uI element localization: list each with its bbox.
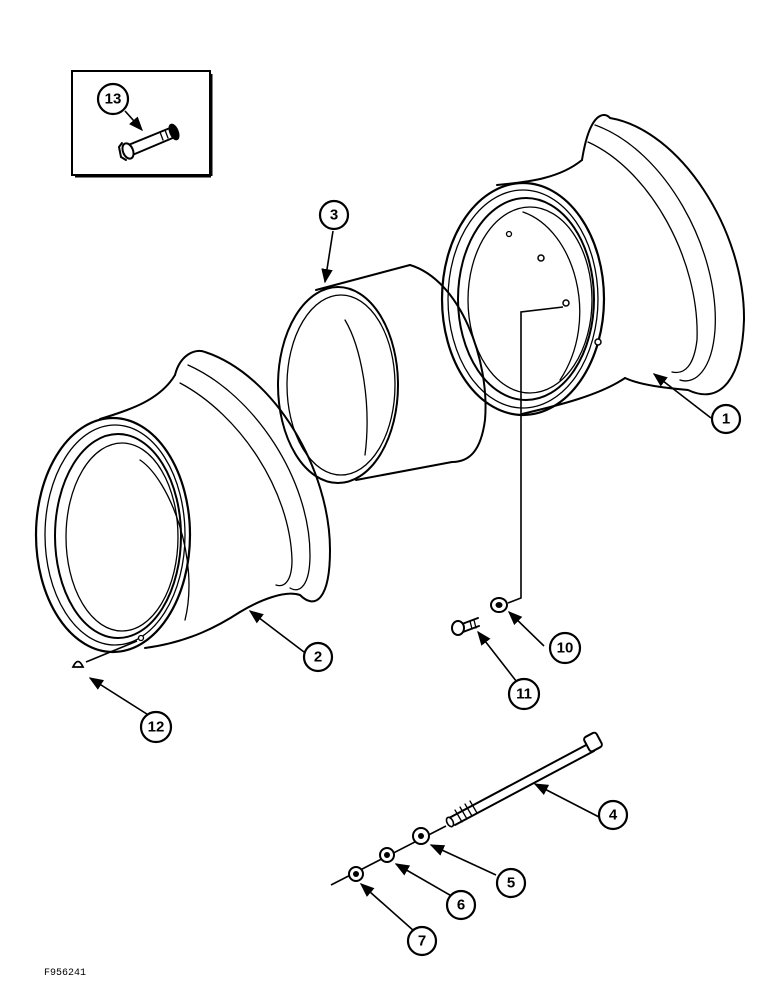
callout-label-13: 13 [105, 91, 122, 108]
callout-11: 11 [507, 677, 541, 711]
callout-label-12: 12 [148, 719, 165, 736]
callout-label-11: 11 [516, 686, 532, 703]
leader-3 [321, 230, 334, 284]
callout-4: 4 [597, 799, 629, 831]
callout-10: 10 [548, 631, 582, 665]
callout-6: 6 [445, 889, 477, 921]
callout-13: 13 [96, 82, 130, 116]
inset-valve-stem [71, 70, 213, 178]
callout-5: 5 [495, 867, 527, 899]
valve-stem-part [118, 123, 180, 161]
callout-12: 12 [139, 710, 173, 744]
leader-2 [248, 610, 305, 653]
callout-3: 3 [318, 199, 350, 231]
wheel-rim-left [34, 350, 331, 654]
spacer-band [277, 264, 487, 484]
callout-1: 1 [710, 403, 742, 435]
figure-id: F956241 [44, 968, 86, 979]
callout-label-2: 2 [314, 649, 322, 666]
callout-label-10: 10 [557, 640, 574, 657]
leader-1 [652, 373, 712, 419]
valve-cap-part [71, 640, 151, 717]
callout-label-1: 1 [722, 411, 730, 428]
washer-and-nuts [330, 825, 497, 932]
callout-label-5: 5 [507, 875, 515, 892]
callout-label-3: 3 [330, 207, 338, 224]
callout-label-6: 6 [457, 897, 465, 914]
callout-7: 7 [406, 925, 438, 957]
short-bolt-and-nut [451, 306, 564, 687]
wheel-rim-right [440, 114, 746, 417]
long-bolt-part [445, 731, 603, 828]
callout-2: 2 [302, 641, 334, 673]
callout-label-7: 7 [418, 933, 426, 950]
callout-label-4: 4 [609, 807, 618, 824]
